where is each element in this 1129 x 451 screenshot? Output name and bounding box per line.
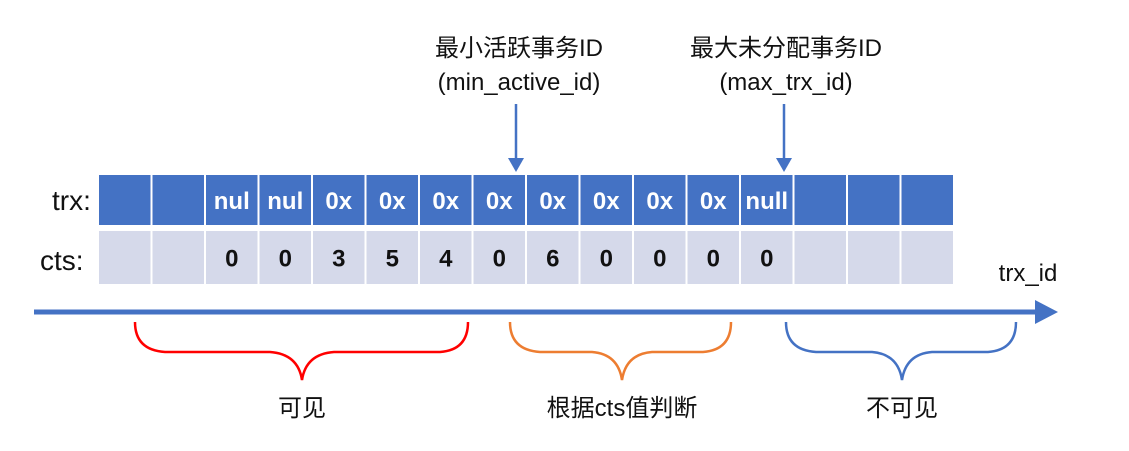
cts-cell-box — [257, 229, 313, 286]
trx-cell-box — [685, 173, 741, 227]
trx-cell-value: 0x — [539, 188, 566, 215]
cts-cell-value: 3 — [332, 246, 345, 273]
cts-cell-value: 0 — [493, 246, 506, 273]
judge-label: 根据cts值判断 — [547, 395, 698, 422]
trx-cell-box — [204, 173, 260, 227]
cts-cell-box — [846, 229, 902, 286]
cts-cell-box — [97, 229, 153, 286]
min-active-title: 最小活跃事务ID — [435, 35, 603, 62]
invisible-bracket — [784, 321, 1018, 381]
cts-cell-box — [471, 229, 527, 286]
judge-bracket — [508, 321, 733, 381]
trx-cell-value: 0x — [379, 188, 406, 215]
cts-cell-value: 0 — [760, 246, 773, 273]
cts-cell-value: 0 — [225, 246, 238, 273]
cts-cell-value: 0 — [653, 246, 666, 273]
trx-id-axis-label: trx_id — [999, 260, 1058, 287]
cts-cell-value: 5 — [386, 246, 399, 273]
cts-cell-value: 4 — [439, 246, 453, 273]
cts-cell-box — [150, 229, 206, 286]
cts-row-label: cts: — [40, 245, 84, 276]
trx-cell-value: 0x — [486, 188, 513, 215]
invisible-label: 不可见 — [866, 395, 938, 422]
cts-cell-value: 6 — [546, 246, 559, 273]
min-active-arrow-head — [508, 158, 524, 172]
cts-cell-value: 0 — [279, 246, 292, 273]
trx-cell-box — [471, 173, 527, 227]
trx-cell-box — [632, 173, 688, 227]
trx-cell-value: nul — [267, 188, 303, 215]
cts-cell-box — [899, 229, 955, 286]
trx-cell-value: 0x — [325, 188, 352, 215]
trx-cell-box — [899, 173, 955, 227]
trx-cell-value: 0x — [593, 188, 620, 215]
trx-cell-box — [150, 173, 206, 227]
cts-cell-box — [418, 229, 474, 286]
trx-cell-value: null — [745, 188, 788, 215]
trx-cell-box — [792, 173, 848, 227]
trx-cell-box — [525, 173, 581, 227]
min-active-subtitle: (min_active_id) — [438, 69, 601, 96]
cts-cell-box — [311, 229, 367, 286]
cts-cell-value: 0 — [707, 246, 720, 273]
cts-cell-box — [739, 229, 795, 286]
trx-cell-value: 0x — [700, 188, 727, 215]
trx-cell-value: nul — [214, 188, 250, 215]
cts-cell-box — [792, 229, 848, 286]
cts-cell-box — [204, 229, 260, 286]
max-trx-subtitle: (max_trx_id) — [719, 69, 852, 96]
cts-row: 0 0 3 5 4 0 6 0 0 0 0 — [97, 229, 955, 286]
trx-row-label: trx: — [52, 185, 91, 216]
trx-cell-box — [578, 173, 634, 227]
trx-cell-box — [311, 173, 367, 227]
trx-cell-box — [418, 173, 474, 227]
trx-cell-value: 0x — [432, 188, 459, 215]
cts-cell-value: 0 — [600, 246, 613, 273]
max-trx-arrow-head — [776, 158, 792, 172]
trx-cell-box — [257, 173, 313, 227]
cts-cell-box — [685, 229, 741, 286]
trx-cell-box — [97, 173, 153, 227]
trx-cell-box — [846, 173, 902, 227]
visible-bracket — [133, 321, 470, 381]
visible-label: 可见 — [278, 395, 326, 422]
cts-cell-box — [632, 229, 688, 286]
trx-cell-value: 0x — [646, 188, 673, 215]
trx-id-axis-arrowhead — [1035, 300, 1058, 324]
cts-cell-box — [578, 229, 634, 286]
max-trx-title: 最大未分配事务ID — [690, 35, 882, 62]
